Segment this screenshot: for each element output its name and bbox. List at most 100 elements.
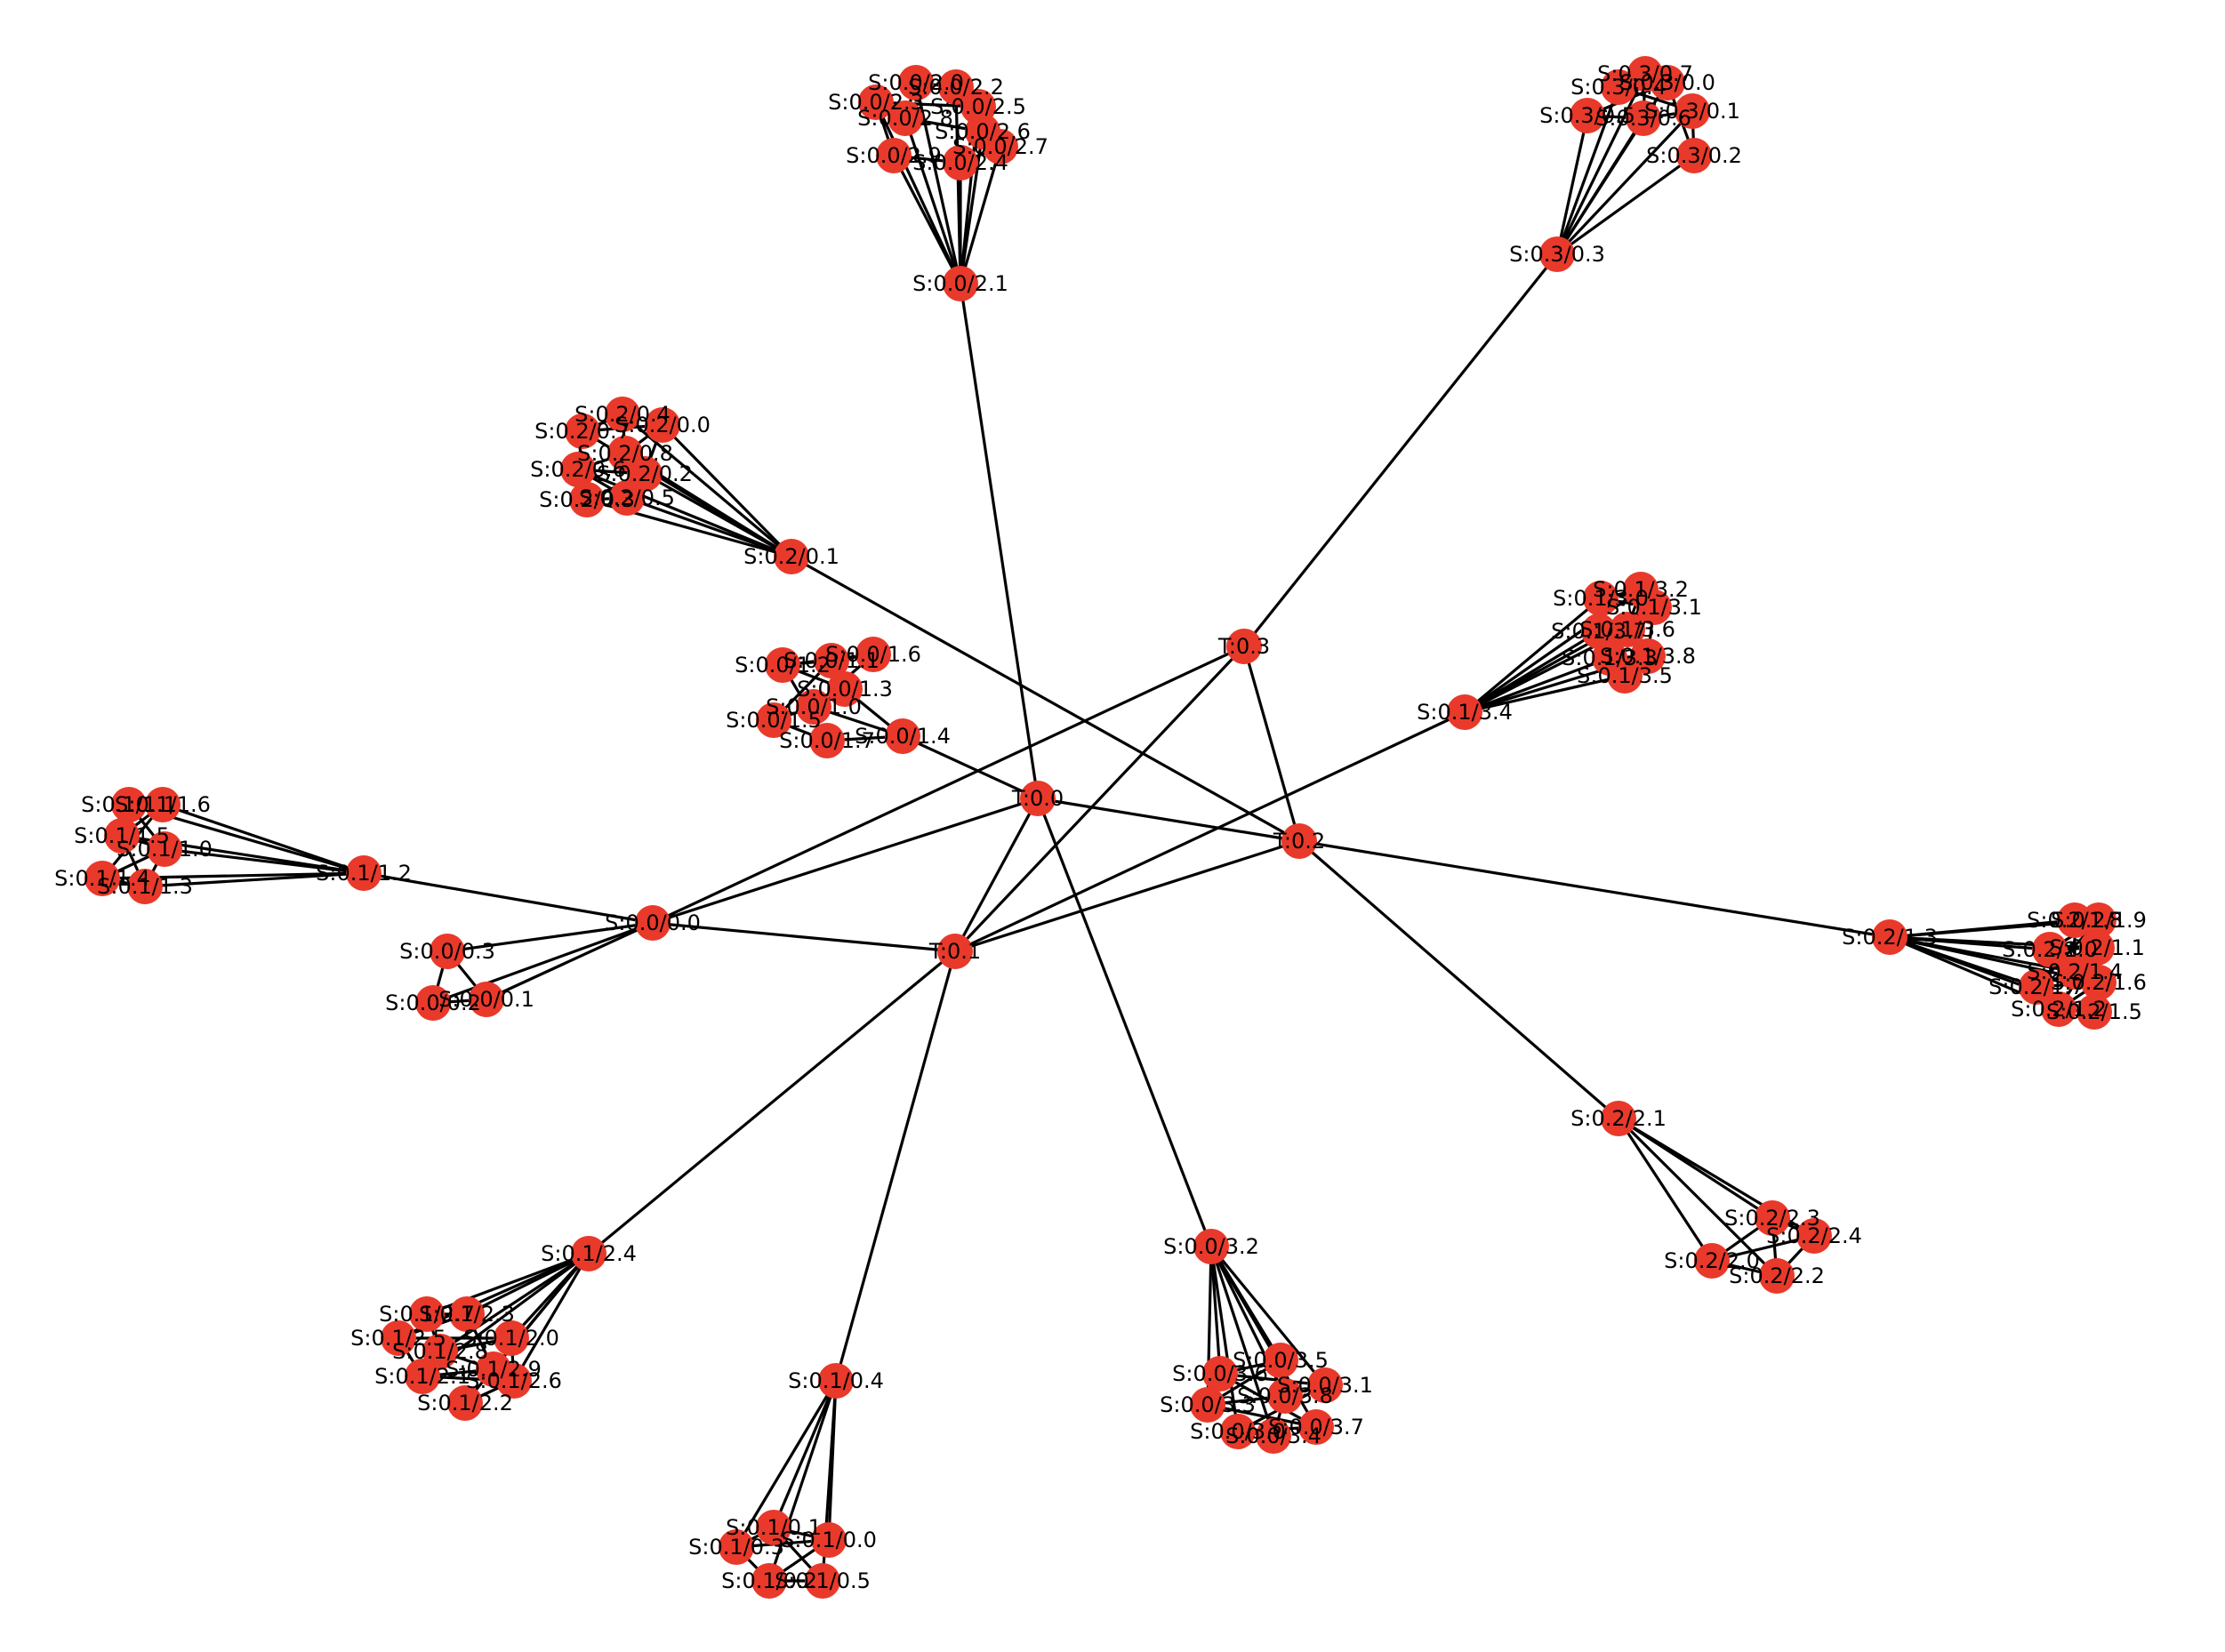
node-label: S:0.1/2.6 [466, 1368, 562, 1393]
node-label: S:0.3/0.7 [1597, 61, 1693, 86]
node-label: S:0.2/0.1 [743, 544, 839, 569]
graph-node [127, 869, 163, 904]
node-label: S:0.1/0.1 [726, 1515, 822, 1540]
node-label: S:0.1/3.3 [1562, 646, 1658, 670]
node-label: S:0.1/2.2 [417, 1391, 513, 1415]
node-label: S:0.1/2.8 [392, 1339, 488, 1364]
graph-node [409, 1296, 445, 1332]
graph-node [1636, 589, 1672, 625]
graph-edge [902, 734, 1039, 800]
graph-node [888, 100, 923, 136]
node-label: S:0.2/2.0 [1664, 1248, 1760, 1273]
graph-node [1601, 1101, 1636, 1136]
graph-edge [1464, 630, 1600, 714]
graph-node [560, 452, 596, 487]
graph-edge [959, 131, 984, 285]
node-label: S:0.0/0.0 [605, 910, 701, 935]
graph-node [1263, 1343, 1298, 1378]
graph-node [1570, 98, 1605, 133]
graph-edge [892, 155, 962, 285]
graph-node [2081, 902, 2117, 938]
graph-edge [1464, 656, 1611, 714]
graph-node [1755, 1200, 1790, 1236]
graph-node [1256, 1418, 1291, 1454]
node-label: S:0.1/3.1 [1606, 595, 1702, 620]
graph-node [147, 831, 182, 867]
graph-edge [626, 496, 792, 558]
graph-edge [834, 950, 957, 1382]
node-label: S:0.2/1.1 [2049, 935, 2145, 960]
node-label: S:0.2/1.7 [1988, 974, 2084, 999]
node-label: S:0.0/2.6 [935, 119, 1031, 144]
node-label: S:0.3/0.2 [1646, 143, 1742, 168]
graph-edge [914, 82, 962, 285]
node-label: S:0.0/3.6 [1172, 1361, 1268, 1386]
node-label: S:0.1/2.1 [374, 1364, 470, 1389]
node-label: S:0.1/3.6 [1579, 617, 1675, 642]
graph-node [1020, 781, 1056, 816]
graph-edge [904, 117, 962, 285]
node-label: S:0.0/2.2 [908, 75, 1004, 100]
node-label: S:0.2/2.1 [1570, 1106, 1667, 1131]
node-label: S:0.3/0.5 [1539, 103, 1635, 128]
node-label: S:0.2/0.7 [534, 419, 631, 444]
node-label: S:0.1/1.3 [97, 874, 193, 899]
node-label: S:0.2/1.0 [2002, 937, 2098, 962]
node-label: S:0.2/2.3 [1724, 1206, 1820, 1231]
node-label: S:0.0/2.9 [846, 143, 942, 168]
node-label: S:0.1/3.5 [1577, 663, 1673, 688]
node-label: S:0.3/0.6 [1595, 106, 1691, 131]
graph-node [1601, 69, 1636, 105]
graph-node [937, 934, 973, 969]
graph-node [1202, 1356, 1238, 1391]
graph-node [569, 482, 605, 517]
node-label: T:0.3 [1217, 634, 1270, 659]
node-label: S:0.0/3.7 [1268, 1415, 1364, 1439]
graph-node [811, 1522, 847, 1558]
graph-edge [772, 1380, 838, 1528]
graph-edge [953, 798, 1040, 952]
graph-edge [1555, 117, 1645, 255]
graph-edge [1297, 839, 1620, 1120]
node-label: S:0.0/0.3 [399, 939, 495, 964]
node-label: S:0.2/1.2 [2011, 997, 2107, 1022]
node-label: S:0.0/1.2 [735, 653, 831, 678]
graph-edge [652, 645, 1245, 925]
graph-edge [1209, 1245, 1327, 1387]
graph-edge [1617, 1118, 1714, 1262]
graph-node [818, 1363, 854, 1399]
node-label: S:0.2/1.5 [2046, 999, 2142, 1024]
node-label: S:0.1/2.9 [446, 1357, 542, 1382]
graph-edge [486, 921, 654, 1001]
graph-node [1694, 1243, 1730, 1279]
node-label: S:0.2/0.3 [539, 487, 635, 512]
graph-edge [439, 1252, 590, 1353]
graph-node [449, 1296, 485, 1332]
node-label: S:0.0/3.4 [1225, 1423, 1321, 1448]
graph-node [605, 397, 640, 432]
graph-node [609, 480, 645, 516]
graph-edge [1555, 109, 1694, 256]
graph-node [1298, 1409, 1334, 1445]
graph-node [346, 855, 382, 891]
graph-edge [446, 921, 654, 953]
graph-node [111, 787, 147, 822]
graph-edge [1555, 86, 1620, 255]
graph-node [1307, 1367, 1343, 1403]
graph-node [1872, 919, 1908, 955]
node-label: S:0.1/1.1 [81, 792, 177, 817]
graph-edge [164, 847, 365, 875]
node-label: S:0.0/3.2 [1163, 1234, 1259, 1259]
graph-node [827, 671, 863, 707]
graph-edge [767, 1380, 838, 1582]
graph-node [855, 637, 891, 672]
node-label: S:0.0/3.0 [1190, 1419, 1286, 1444]
node-label: S:0.1/3.0 [1553, 586, 1649, 611]
node-label: S:0.1/0.2 [721, 1568, 817, 1593]
graph-edge [791, 555, 1300, 843]
node-label: S:0.1/3.8 [1600, 644, 1696, 669]
graph-node [84, 861, 120, 896]
node-label: S:0.0/2.5 [930, 94, 1026, 119]
graph-edge [1556, 154, 1695, 256]
node-label: S:0.2/0.6 [530, 457, 626, 482]
